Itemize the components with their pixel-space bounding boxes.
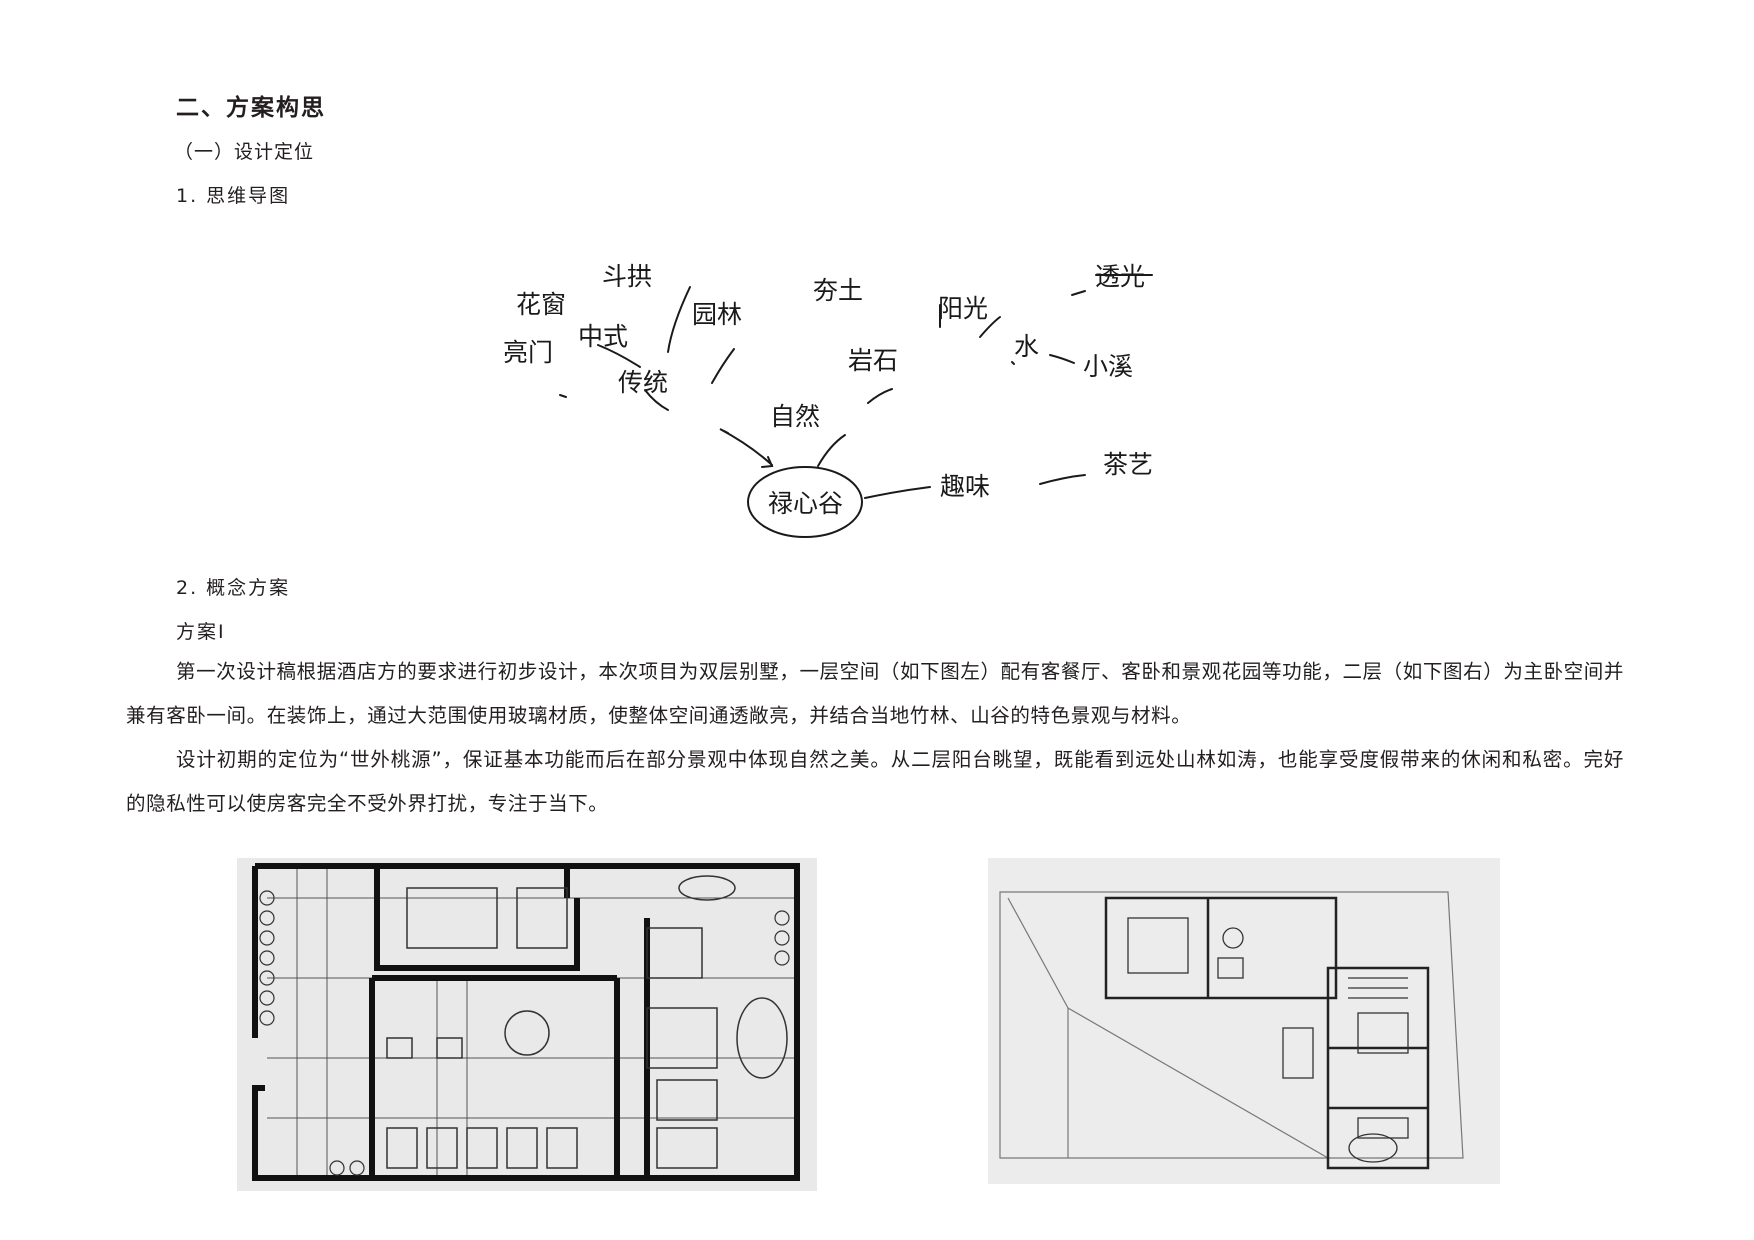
mindmap-link xyxy=(867,388,893,404)
mindmap-link xyxy=(719,428,774,468)
mindmap-node-dougong: 斗拱 xyxy=(602,262,652,291)
ground-floor-plan-sketch xyxy=(237,858,817,1191)
mindmap-link xyxy=(1011,361,1015,365)
mindmap-link xyxy=(864,486,931,499)
mind-map: 禄心谷 传统 中式 花窗 月亮门 斗拱 园林 自然 岩石 夯土 阳光 透光 水 … xyxy=(500,262,1153,538)
mindmap-node-huachuang: 花窗 xyxy=(516,290,566,319)
scheme-title: 方案Ⅰ xyxy=(176,621,226,643)
subsection-heading: （一）设计定位 xyxy=(174,141,315,163)
mindmap-center: 禄心谷 xyxy=(768,489,843,518)
mindmap-node-zhongshi: 中式 xyxy=(578,322,628,351)
paragraph-2: 设计初期的定位为“世外桃源”，保证基本功能而后在部分景观中体现自然之美。从二层阳… xyxy=(126,748,1624,815)
mindmap-link xyxy=(711,348,735,384)
mindmap-node-ziran: 自然 xyxy=(770,402,820,431)
mindmap-center-ellipse xyxy=(747,466,863,538)
mindmap-link xyxy=(559,394,567,398)
mindmap-link xyxy=(1039,474,1086,485)
mindmap-node-fangtu: 夯土 xyxy=(813,276,863,305)
mindmap-node-yanshi: 岩石 xyxy=(848,346,898,375)
concept-heading: 2. 概念方案 xyxy=(176,577,291,599)
upper-floor-plan-sketch xyxy=(988,858,1500,1184)
mindmap-node-xiaoxi: 小溪 xyxy=(1083,352,1133,381)
mindmap-link xyxy=(667,286,691,353)
mindmap-node-chayi: 茶艺 xyxy=(1103,450,1153,479)
mindmap-link xyxy=(597,344,641,368)
mindmap-node-quwei: 趣味 xyxy=(940,472,990,501)
mindmap-node-touguang: 透光 xyxy=(1095,262,1145,291)
mindmap-link xyxy=(817,434,846,467)
mindmap-node-yangguang: 阳光 xyxy=(938,294,988,323)
mindmap-node-jingmen: 月亮门 xyxy=(500,338,553,367)
mindmap-node-chuantong: 传统 xyxy=(618,368,668,397)
mindmap-link xyxy=(1071,290,1086,296)
mindmap-link xyxy=(1049,354,1075,364)
mindmap-node-shui: 水 xyxy=(1014,332,1039,361)
section-heading: 二、方案构思 xyxy=(176,95,326,121)
mindmap-link xyxy=(644,389,669,411)
paragraph-1: 第一次设计稿根据酒店方的要求进行初步设计，本次项目为双层别墅，一层空间（如下图左… xyxy=(126,660,1624,727)
mindmap-link xyxy=(979,316,1001,338)
mindmap-node-yuanlin: 园林 xyxy=(692,300,742,329)
mindmap-heading: 1. 思维导图 xyxy=(176,185,291,207)
